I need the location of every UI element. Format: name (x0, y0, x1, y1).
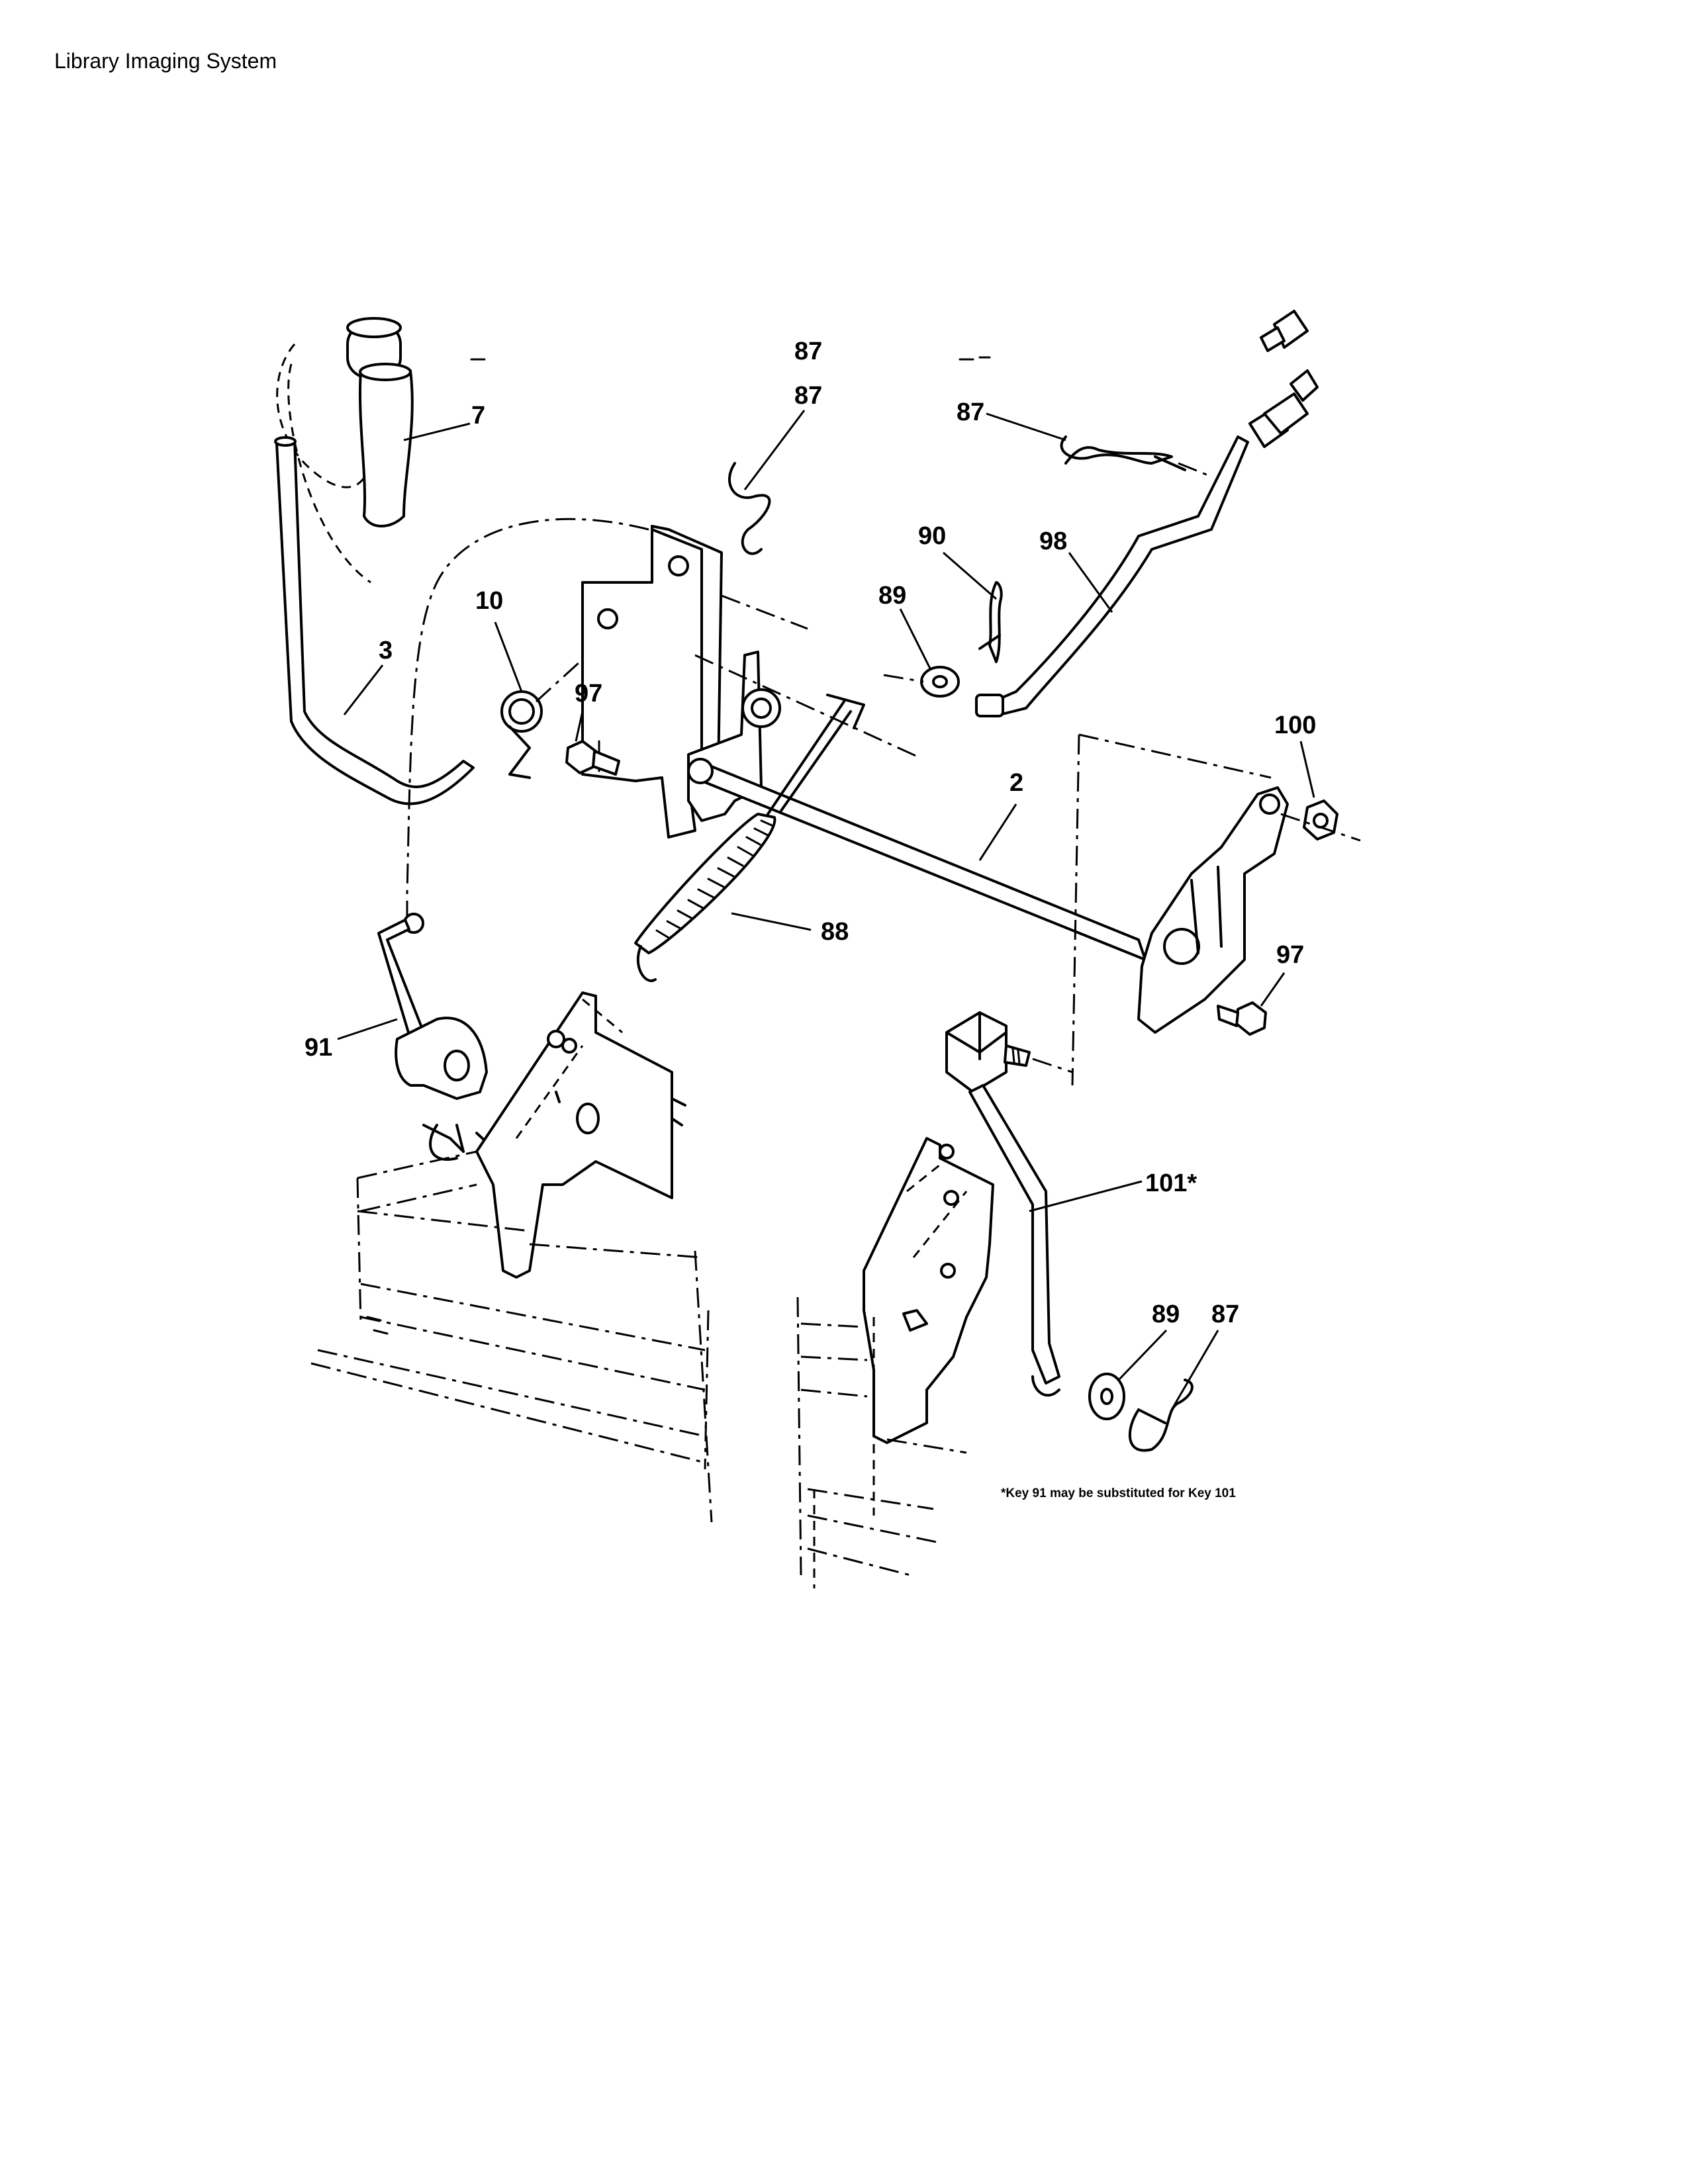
deck-bracket-part-right (863, 1137, 994, 1444)
right-arm-bracket-part (1137, 786, 1289, 1034)
guide-line-b (1078, 733, 1272, 779)
nut-part (1280, 799, 1361, 842)
callout-101: 101* (1145, 1169, 1197, 1197)
deck-bracket-part-left (475, 991, 686, 1279)
callout-10: 10 (475, 587, 503, 615)
callout-leaders (337, 410, 1315, 1410)
page-header-title: Library Imaging System (54, 49, 277, 73)
callout-87-bottom: 87 (1211, 1300, 1239, 1328)
callout-89-bottom: 89 (1152, 1300, 1180, 1328)
callout-87-clip: 87 (794, 382, 822, 410)
callout-91: 91 (305, 1034, 332, 1062)
callout-100: 100 (1274, 711, 1316, 739)
handle-grip-part (276, 317, 414, 584)
callout-89-top: 89 (878, 582, 906, 610)
clip-top-right-part (1060, 435, 1212, 478)
washer-part-top (883, 666, 960, 698)
callout-97-left: 97 (575, 680, 602, 707)
callout-87-top: 87 (794, 338, 822, 365)
link-arm-part-left (377, 913, 524, 1167)
callout-2: 2 (1009, 769, 1023, 797)
callout-3: 3 (379, 637, 393, 664)
deck-outline-left (310, 1150, 713, 1523)
footnote-text: *Key 91 may be substituted for Key 101 (1001, 1486, 1236, 1500)
lift-handle-part (274, 436, 475, 805)
guide-line-c (1071, 734, 1080, 1086)
guide-line-a (694, 654, 921, 759)
adjuster-rod-part (975, 310, 1319, 717)
swing-arc-line (406, 518, 649, 923)
callout-87-right: 87 (957, 398, 984, 426)
link-arm-part-right (945, 1011, 1194, 1452)
deck-outline-right (796, 1297, 967, 1588)
callout-97-right: 97 (1276, 941, 1304, 969)
callout-90: 90 (918, 522, 946, 550)
hairpin-clip-part (727, 462, 771, 555)
bolt-part-right (1217, 1001, 1267, 1036)
stray-mark-right (959, 356, 991, 361)
callout-7: 7 (471, 402, 485, 430)
bolt-part-left (565, 740, 620, 776)
extension-spring-part (634, 694, 865, 982)
callout-98: 98 (1039, 527, 1067, 555)
callout-88: 88 (821, 918, 849, 946)
cotter-pin-part (978, 581, 1003, 663)
